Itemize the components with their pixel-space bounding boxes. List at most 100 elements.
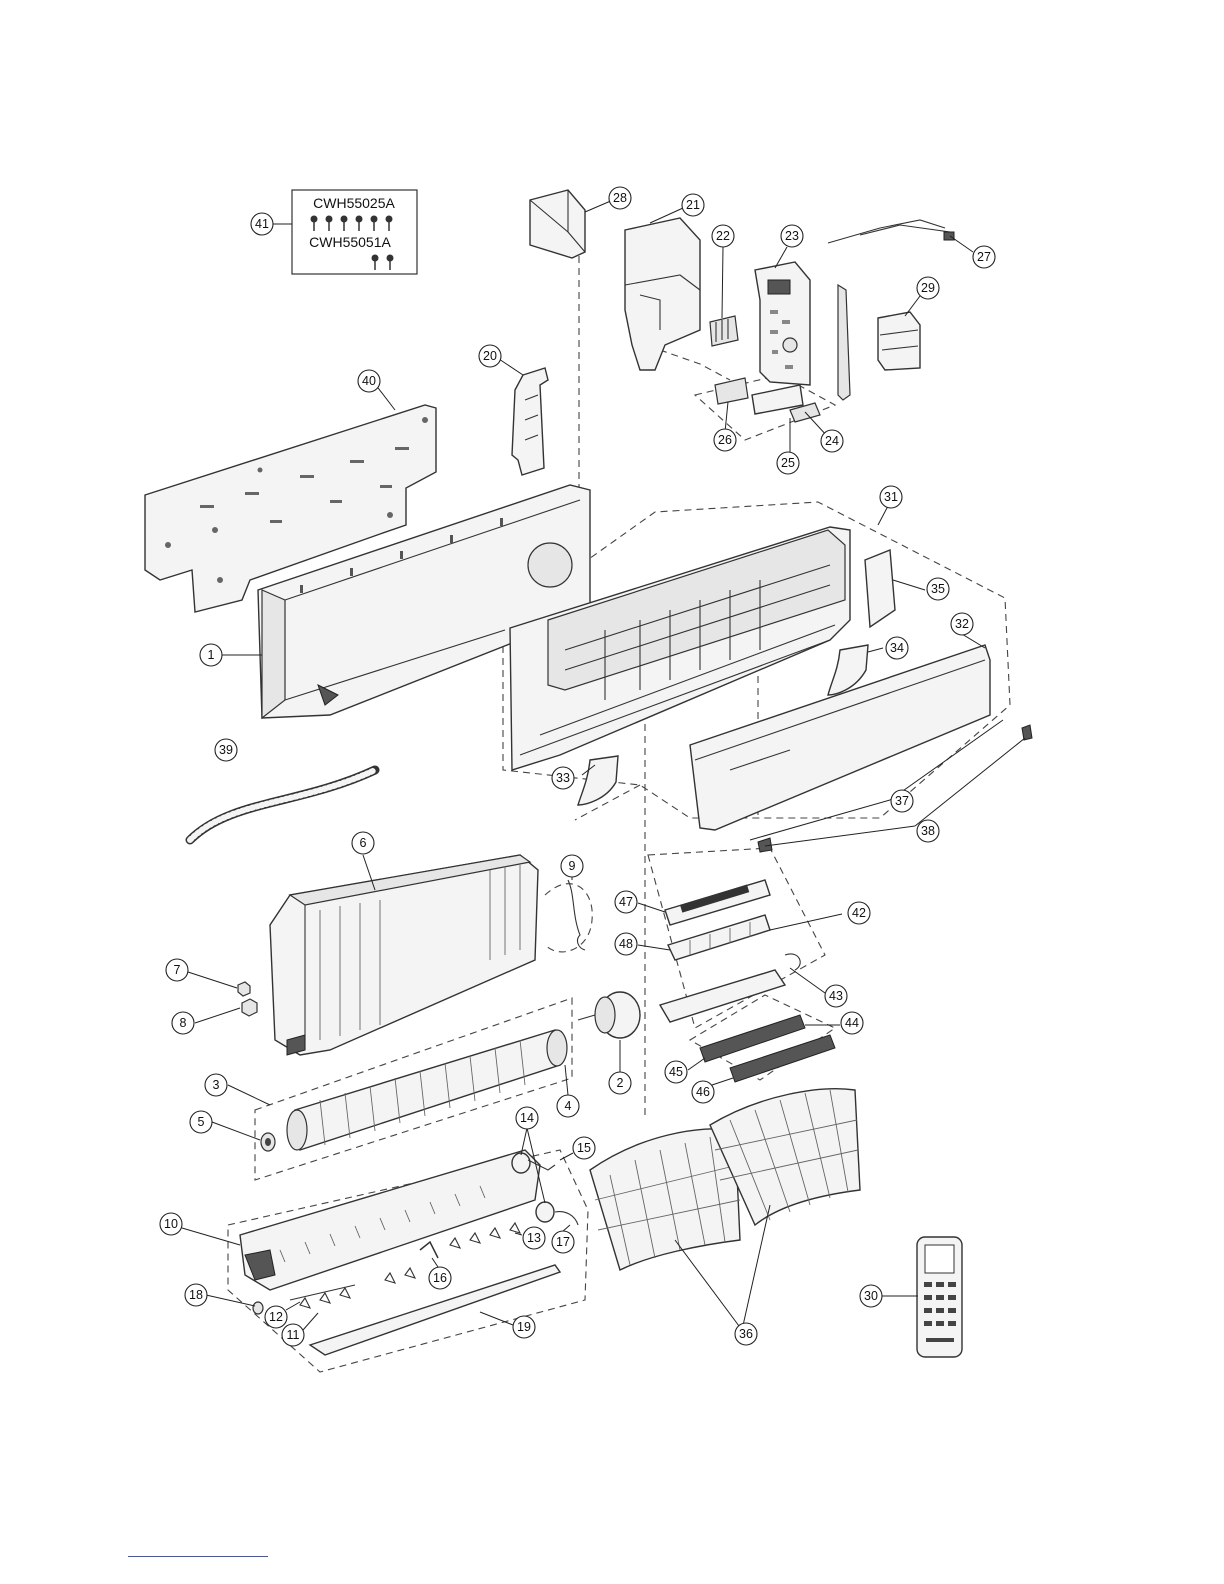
svg-text:3: 3 <box>213 1078 220 1092</box>
svg-text:15: 15 <box>577 1141 591 1155</box>
fan-motor <box>578 992 640 1038</box>
stepping-motor-lower <box>536 1202 578 1225</box>
svg-text:10: 10 <box>164 1217 178 1231</box>
svg-text:31: 31 <box>884 490 898 504</box>
footer-rule <box>128 1556 268 1557</box>
discharge-grille <box>240 1150 540 1290</box>
screw-code-a: CWH55025A <box>313 195 395 211</box>
vane-connecting-bar <box>290 1285 355 1300</box>
callout-18: 18 <box>185 1284 207 1306</box>
callout-30: 30 <box>860 1285 882 1307</box>
callout-23: 23 <box>781 225 803 247</box>
callout-12: 12 <box>265 1306 287 1328</box>
svg-text:29: 29 <box>921 281 935 295</box>
svg-text:26: 26 <box>718 433 732 447</box>
svg-text:7: 7 <box>174 963 181 977</box>
callout-21: 21 <box>682 194 704 216</box>
callout-44: 44 <box>841 1012 863 1034</box>
callout-27: 27 <box>973 246 995 268</box>
callout-8: 8 <box>172 1012 194 1034</box>
callout-46: 46 <box>692 1081 714 1103</box>
bracket <box>512 368 548 475</box>
callout-25: 25 <box>777 452 799 474</box>
sensor-wire <box>828 220 955 243</box>
stepping-motor-upper <box>512 1153 530 1173</box>
nut-large <box>242 999 257 1016</box>
pipe-clip <box>568 880 585 950</box>
screw-set-box: CWH55025A CWH55051A <box>292 190 417 274</box>
terminal-block <box>710 316 738 346</box>
screw-code-b: CWH55051A <box>309 234 391 250</box>
svg-text:22: 22 <box>716 229 730 243</box>
callout-22: 22 <box>712 225 734 247</box>
vane-piece-lower <box>578 756 618 805</box>
svg-text:19: 19 <box>517 1320 531 1334</box>
callout-24: 24 <box>821 430 843 452</box>
filter-frame <box>668 915 770 960</box>
callout-1: 1 <box>200 644 222 666</box>
svg-text:34: 34 <box>890 641 904 655</box>
svg-text:39: 39 <box>219 743 233 757</box>
callout-6: 6 <box>352 832 374 854</box>
svg-text:44: 44 <box>845 1016 859 1030</box>
relay-block <box>878 312 920 370</box>
callout-28: 28 <box>609 187 631 209</box>
callout-45: 45 <box>665 1061 687 1083</box>
svg-text:42: 42 <box>852 906 866 920</box>
svg-text:36: 36 <box>739 1327 753 1341</box>
svg-text:13: 13 <box>527 1231 541 1245</box>
callout-32: 32 <box>951 613 973 635</box>
callout-26: 26 <box>714 429 736 451</box>
fan-bearing <box>261 1133 275 1151</box>
svg-text:5: 5 <box>198 1115 205 1129</box>
svg-text:28: 28 <box>613 191 627 205</box>
svg-text:17: 17 <box>556 1235 570 1249</box>
svg-text:4: 4 <box>565 1099 572 1113</box>
callout-41: 41 <box>251 213 273 235</box>
svg-text:35: 35 <box>931 582 945 596</box>
callout-38: 38 <box>917 820 939 842</box>
callout-17: 17 <box>552 1231 574 1253</box>
callout-5: 5 <box>190 1111 212 1133</box>
svg-text:47: 47 <box>619 895 633 909</box>
svg-text:21: 21 <box>686 198 700 212</box>
svg-text:12: 12 <box>269 1310 283 1324</box>
callout-13: 13 <box>523 1227 545 1249</box>
svg-text:11: 11 <box>287 1328 300 1342</box>
callout-14: 14 <box>516 1107 538 1129</box>
drain-hose <box>190 770 375 840</box>
nut-small <box>238 982 250 996</box>
svg-text:20: 20 <box>483 349 497 363</box>
sensor-bracket <box>838 285 850 400</box>
svg-text:14: 14 <box>520 1111 534 1125</box>
svg-text:32: 32 <box>955 617 969 631</box>
callout-4: 4 <box>557 1095 579 1117</box>
svg-text:1: 1 <box>208 648 215 662</box>
svg-text:2: 2 <box>617 1076 624 1090</box>
svg-text:25: 25 <box>781 456 795 470</box>
callout-10: 10 <box>160 1213 182 1235</box>
evaporator <box>270 855 538 1055</box>
svg-text:23: 23 <box>785 229 799 243</box>
callout-35: 35 <box>927 578 949 600</box>
svg-text:30: 30 <box>864 1289 878 1303</box>
callout-29: 29 <box>917 277 939 299</box>
svg-text:8: 8 <box>180 1016 187 1030</box>
callout-40: 40 <box>358 370 380 392</box>
svg-text:33: 33 <box>556 771 570 785</box>
callout-42: 42 <box>848 902 870 924</box>
side-cover <box>865 550 895 627</box>
air-filter-left <box>590 1129 740 1270</box>
svg-text:45: 45 <box>669 1065 683 1079</box>
callout-20: 20 <box>479 345 501 367</box>
svg-text:48: 48 <box>619 937 633 951</box>
callout-7: 7 <box>166 959 188 981</box>
callout-48: 48 <box>615 933 637 955</box>
svg-text:37: 37 <box>895 794 909 808</box>
svg-text:43: 43 <box>829 989 843 1003</box>
control-box-cover <box>530 190 585 258</box>
callout-39: 39 <box>215 739 237 761</box>
svg-text:18: 18 <box>189 1288 203 1302</box>
svg-text:6: 6 <box>360 836 367 850</box>
callout-33: 33 <box>552 767 574 789</box>
